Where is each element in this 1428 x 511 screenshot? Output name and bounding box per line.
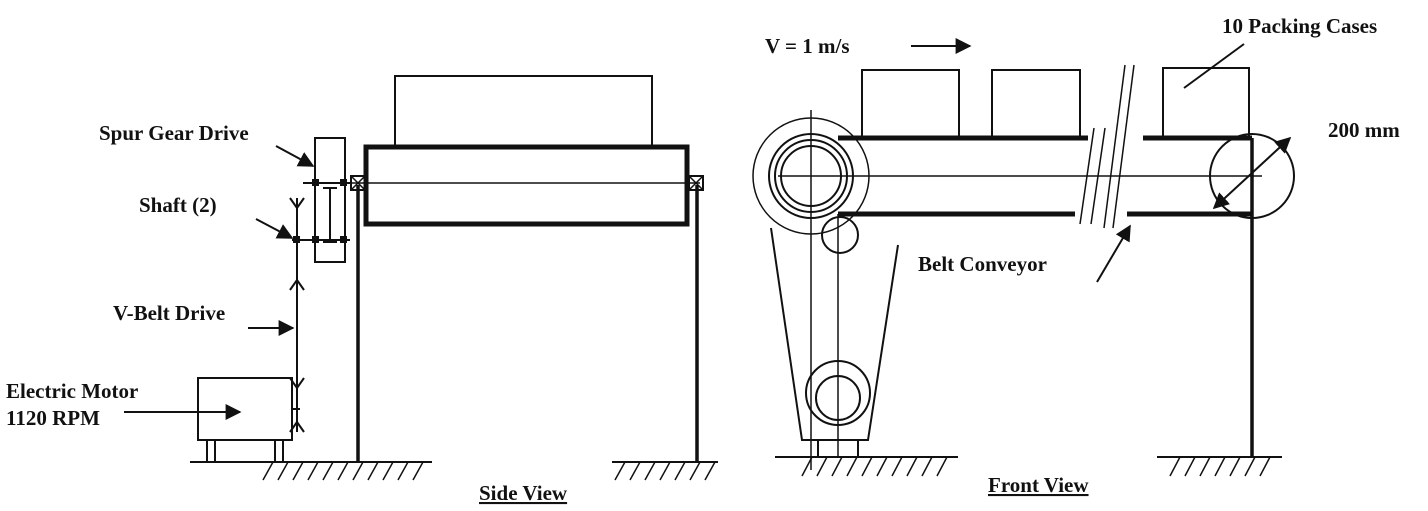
- diameter-dimension-line: [1212, 136, 1292, 210]
- belt-conveyor-arrow: [1096, 224, 1131, 283]
- label-diameter: 200 mm: [1328, 118, 1400, 142]
- side-bearing-right: [688, 175, 704, 191]
- side-packing-case: [394, 75, 653, 147]
- spur-gear-arrow: [275, 145, 315, 167]
- driving-drum: [752, 110, 870, 470]
- label-motor-rpm: 1120 RPM: [6, 406, 100, 430]
- packing-cases-leader: [1183, 43, 1245, 89]
- label-belt-conveyor: Belt Conveyor: [918, 252, 1047, 276]
- side-bearing-left: [350, 175, 366, 191]
- shaft-arrow: [255, 218, 294, 239]
- label-front-view: Front View: [988, 473, 1089, 497]
- side-ground-hatch: [190, 461, 718, 481]
- front-packing-case-1: [861, 69, 960, 138]
- front-view: V = 1 m/s 10 Packing Cases 200 mm Belt C…: [752, 14, 1400, 497]
- label-packing-cases: 10 Packing Cases: [1222, 14, 1377, 38]
- front-ground-hatch: [775, 456, 1282, 477]
- drive-link-arm: [770, 216, 899, 457]
- side-view: Spur Gear Drive Shaft (2) V-Belt Drive E…: [6, 75, 718, 505]
- label-spur-gear-drive: Spur Gear Drive: [99, 121, 249, 145]
- belt-break-marks: [1079, 64, 1135, 229]
- front-packing-case-2: [991, 69, 1081, 138]
- label-v-belt-drive: V-Belt Drive: [113, 301, 225, 325]
- front-packing-case-3: [1162, 67, 1250, 138]
- electric-motor: [197, 377, 300, 462]
- label-side-view: Side View: [479, 481, 568, 505]
- spur-gear-drive: [292, 137, 350, 263]
- label-shaft: Shaft (2): [139, 193, 217, 217]
- label-electric-motor: Electric Motor: [6, 379, 138, 403]
- label-velocity: V = 1 m/s: [765, 34, 850, 58]
- side-drum: [363, 144, 690, 227]
